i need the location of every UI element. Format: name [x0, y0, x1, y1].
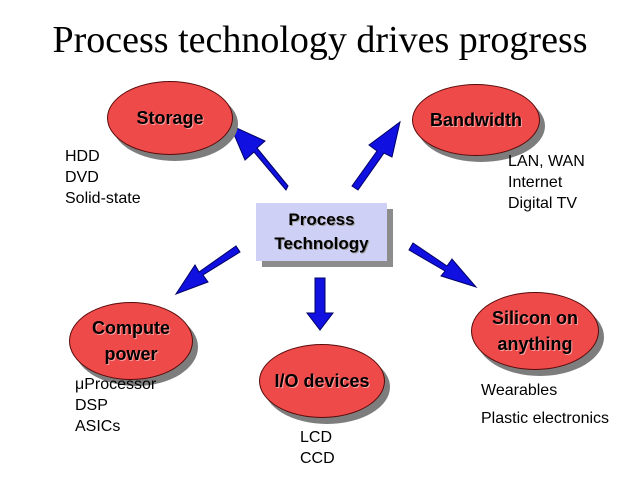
io-devices-label: I/O devices: [274, 371, 370, 391]
center-line1: Process: [288, 210, 355, 229]
process-technology-box: Process Technology: [256, 203, 387, 261]
arrow-to-bandwidth: [351, 120, 401, 191]
bandwidth-label: Bandwidth: [430, 110, 522, 130]
storage-node: Storage: [107, 81, 233, 155]
list-item: HDD: [65, 148, 100, 165]
list-item: μProcessor: [75, 376, 157, 393]
list-item: Internet: [508, 174, 563, 191]
compute-power-node: Compute power: [69, 302, 193, 380]
compute-label-line1: Compute: [92, 318, 170, 338]
io-devices-items: LCD CCD: [300, 427, 335, 469]
io-devices-node: I/O devices: [259, 344, 385, 418]
bandwidth-node: Bandwidth: [412, 84, 540, 156]
list-item: Solid-state: [65, 190, 141, 207]
list-item: Plastic electronics: [481, 410, 610, 427]
arrow-to-io-devices: [305, 277, 335, 331]
compute-label-line2: power: [104, 344, 158, 364]
silicon-label-line1: Silicon on: [491, 308, 578, 328]
silicon-label-line2: anything: [497, 334, 573, 354]
storage-label: Storage: [136, 108, 204, 128]
silicon-on-anything-node: Silicon on anything: [471, 292, 599, 370]
silicon-items: Wearables Plastic electronics: [481, 377, 609, 433]
bandwidth-items: LAN, WAN Internet Digital TV: [508, 151, 585, 214]
compute-items: μProcessor DSP ASICs: [75, 374, 156, 437]
list-item: ASICs: [75, 418, 121, 435]
center-line2: Technology: [274, 234, 369, 253]
arrow-to-silicon: [408, 242, 478, 289]
list-item: DSP: [75, 397, 108, 414]
arrow-to-compute: [174, 245, 241, 296]
storage-items: HDD DVD Solid-state: [65, 146, 141, 209]
arrow-to-storage: [229, 124, 289, 191]
list-item: LCD: [300, 429, 333, 446]
list-item: CCD: [300, 450, 335, 467]
list-item: DVD: [65, 169, 99, 186]
slide-title: Process technology drives progress: [52, 19, 588, 61]
list-item: Wearables: [481, 382, 558, 399]
list-item: LAN, WAN: [508, 153, 585, 170]
list-item: Digital TV: [508, 195, 578, 212]
